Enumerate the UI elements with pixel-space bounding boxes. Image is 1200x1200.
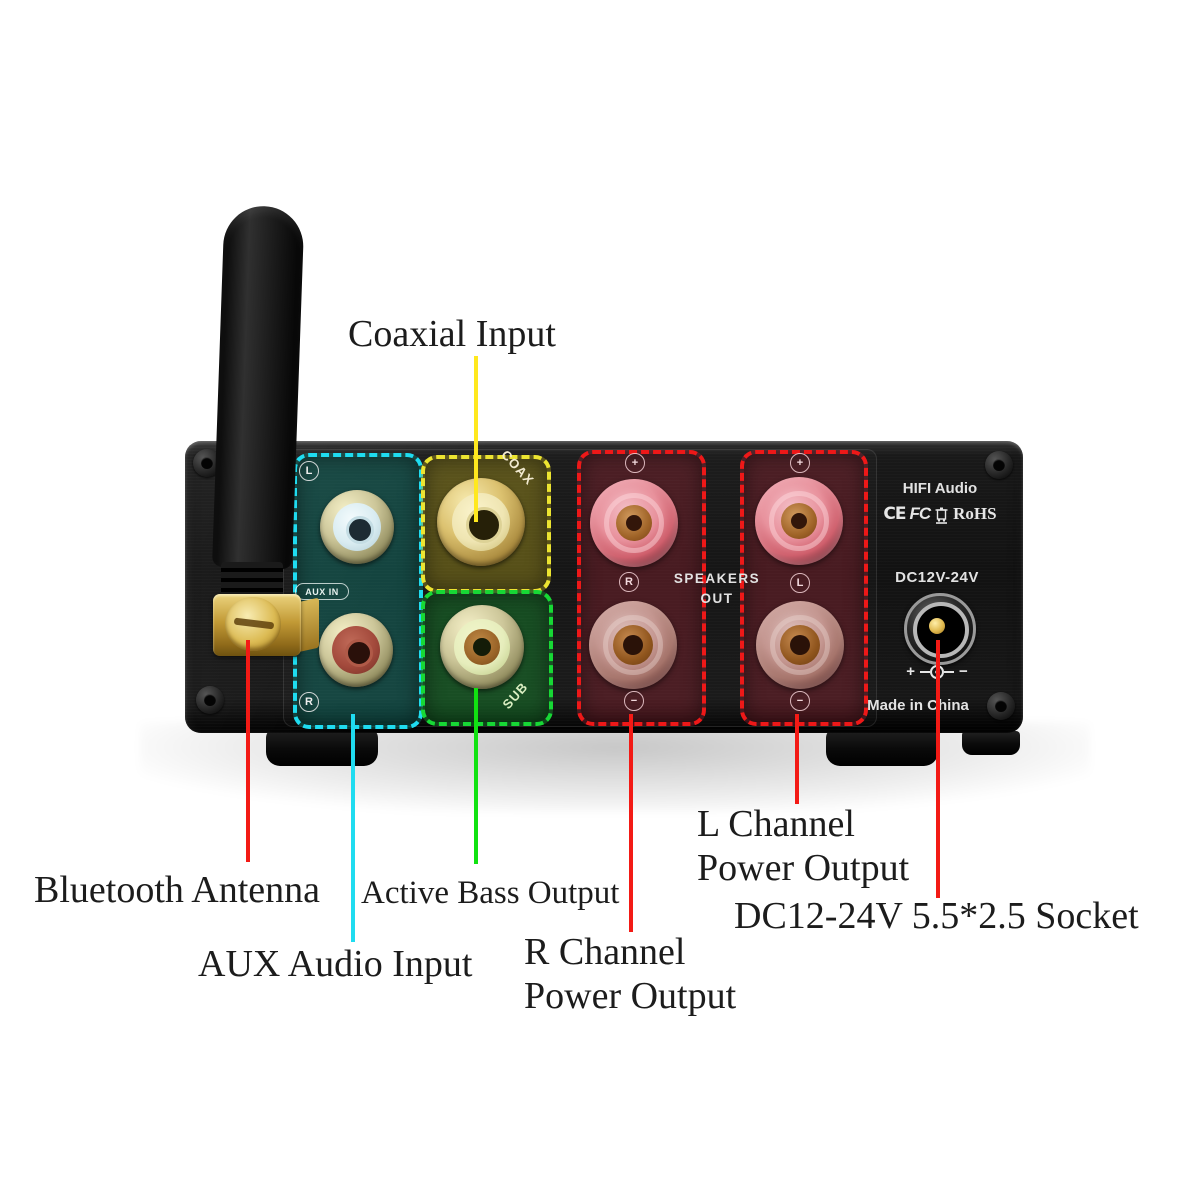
binding-post-l-plus-hole	[791, 513, 807, 529]
ce-mark: CE	[883, 504, 906, 524]
annotation-aux-audio-input: AUX Audio Input	[198, 943, 473, 985]
screw-icon	[196, 686, 224, 714]
weee-bin-icon	[935, 507, 948, 524]
speaker-r-badge: R	[619, 572, 639, 592]
made-in-marking: Made in China	[867, 697, 969, 714]
binding-post-r-minus-rim	[603, 615, 663, 675]
speaker-l-label: L	[796, 576, 804, 589]
antenna-collar	[221, 562, 283, 598]
minus-sign: −	[630, 694, 638, 707]
rca-aux-left-hole	[346, 516, 374, 544]
minus-terminal-badge: −	[790, 691, 810, 711]
certification-marks: CE FC RoHS	[868, 504, 1012, 524]
bluetooth-antenna	[212, 204, 305, 570]
plus-sign: +	[796, 456, 804, 469]
screw-icon	[987, 692, 1015, 720]
leader-line-bluetooth	[246, 640, 250, 862]
device-foot-left	[266, 728, 378, 766]
plus-terminal-badge: +	[625, 453, 645, 473]
leader-line-l-channel	[795, 714, 799, 804]
speaker-r-label: R	[625, 575, 633, 588]
speakers-out-line1: SPEAKERS	[673, 571, 761, 586]
annotation-l-channel-line1: L Channel	[697, 803, 855, 845]
leader-line-aux	[351, 714, 355, 942]
device-foot-right	[826, 728, 938, 766]
leader-line-bass	[474, 688, 478, 864]
annotation-r-channel: R Channel Power Output	[524, 930, 736, 1018]
speakers-out-marking: SPEAKERS OUT	[667, 569, 767, 608]
binding-post-l-minus-rim	[770, 615, 830, 675]
rca-coaxial-hole	[466, 507, 502, 543]
binding-post-l-plus-rim	[769, 491, 829, 551]
leader-line-coaxial	[474, 356, 478, 522]
plus-sign: +	[631, 456, 639, 469]
annotation-l-channel: L Channel Power Output	[697, 802, 909, 890]
dc-power-jack-pin	[929, 618, 945, 634]
binding-post-r-plus-rim	[604, 493, 664, 553]
plus-terminal-badge: +	[790, 453, 810, 473]
binding-post-l-minus-hole	[790, 635, 810, 655]
annotation-active-bass-output: Active Bass Output	[361, 875, 620, 911]
speaker-l-badge: L	[790, 573, 810, 593]
rca-sub-hole	[473, 638, 491, 656]
dc-rating-marking: DC12V-24V	[895, 569, 979, 586]
minus-terminal-badge: −	[624, 691, 644, 711]
annotation-dc-socket: DC12-24V 5.5*2.5 Socket	[734, 895, 1139, 937]
aux-in-marking: AUX IN	[295, 583, 349, 600]
polarity-plus: +	[906, 663, 915, 680]
channel-right-label: R	[305, 695, 313, 708]
binding-post-r-minus-hole	[623, 635, 643, 655]
fcc-mark: FC	[909, 504, 931, 523]
screw-icon	[985, 451, 1013, 479]
leader-line-dc-socket	[936, 640, 940, 898]
speakers-out-line2: OUT	[700, 590, 734, 606]
leader-line-r-channel	[629, 714, 633, 932]
minus-sign: −	[796, 694, 804, 707]
annotation-r-channel-line2: Power Output	[524, 975, 737, 1018]
aux-in-text: AUX IN	[305, 586, 339, 597]
binding-post-r-plus-hole	[626, 515, 642, 531]
annotation-coaxial-input: Coaxial Input	[348, 313, 556, 355]
polarity-minus: −	[959, 663, 968, 680]
annotation-l-channel-line2: Power Output	[697, 847, 910, 890]
channel-right-badge: R	[299, 692, 319, 712]
brand-marking: HIFI Audio	[902, 480, 978, 497]
device-foot-corner	[962, 731, 1020, 755]
annotation-r-channel-line1: R Channel	[524, 931, 686, 973]
channel-left-label: L	[305, 464, 313, 477]
connector-plate	[283, 449, 877, 727]
annotation-bluetooth-antenna: Bluetooth Antenna	[34, 869, 321, 911]
channel-left-badge: L	[299, 461, 319, 481]
rohs-mark: RoHS	[953, 504, 997, 523]
rca-aux-right-hole	[345, 639, 373, 667]
